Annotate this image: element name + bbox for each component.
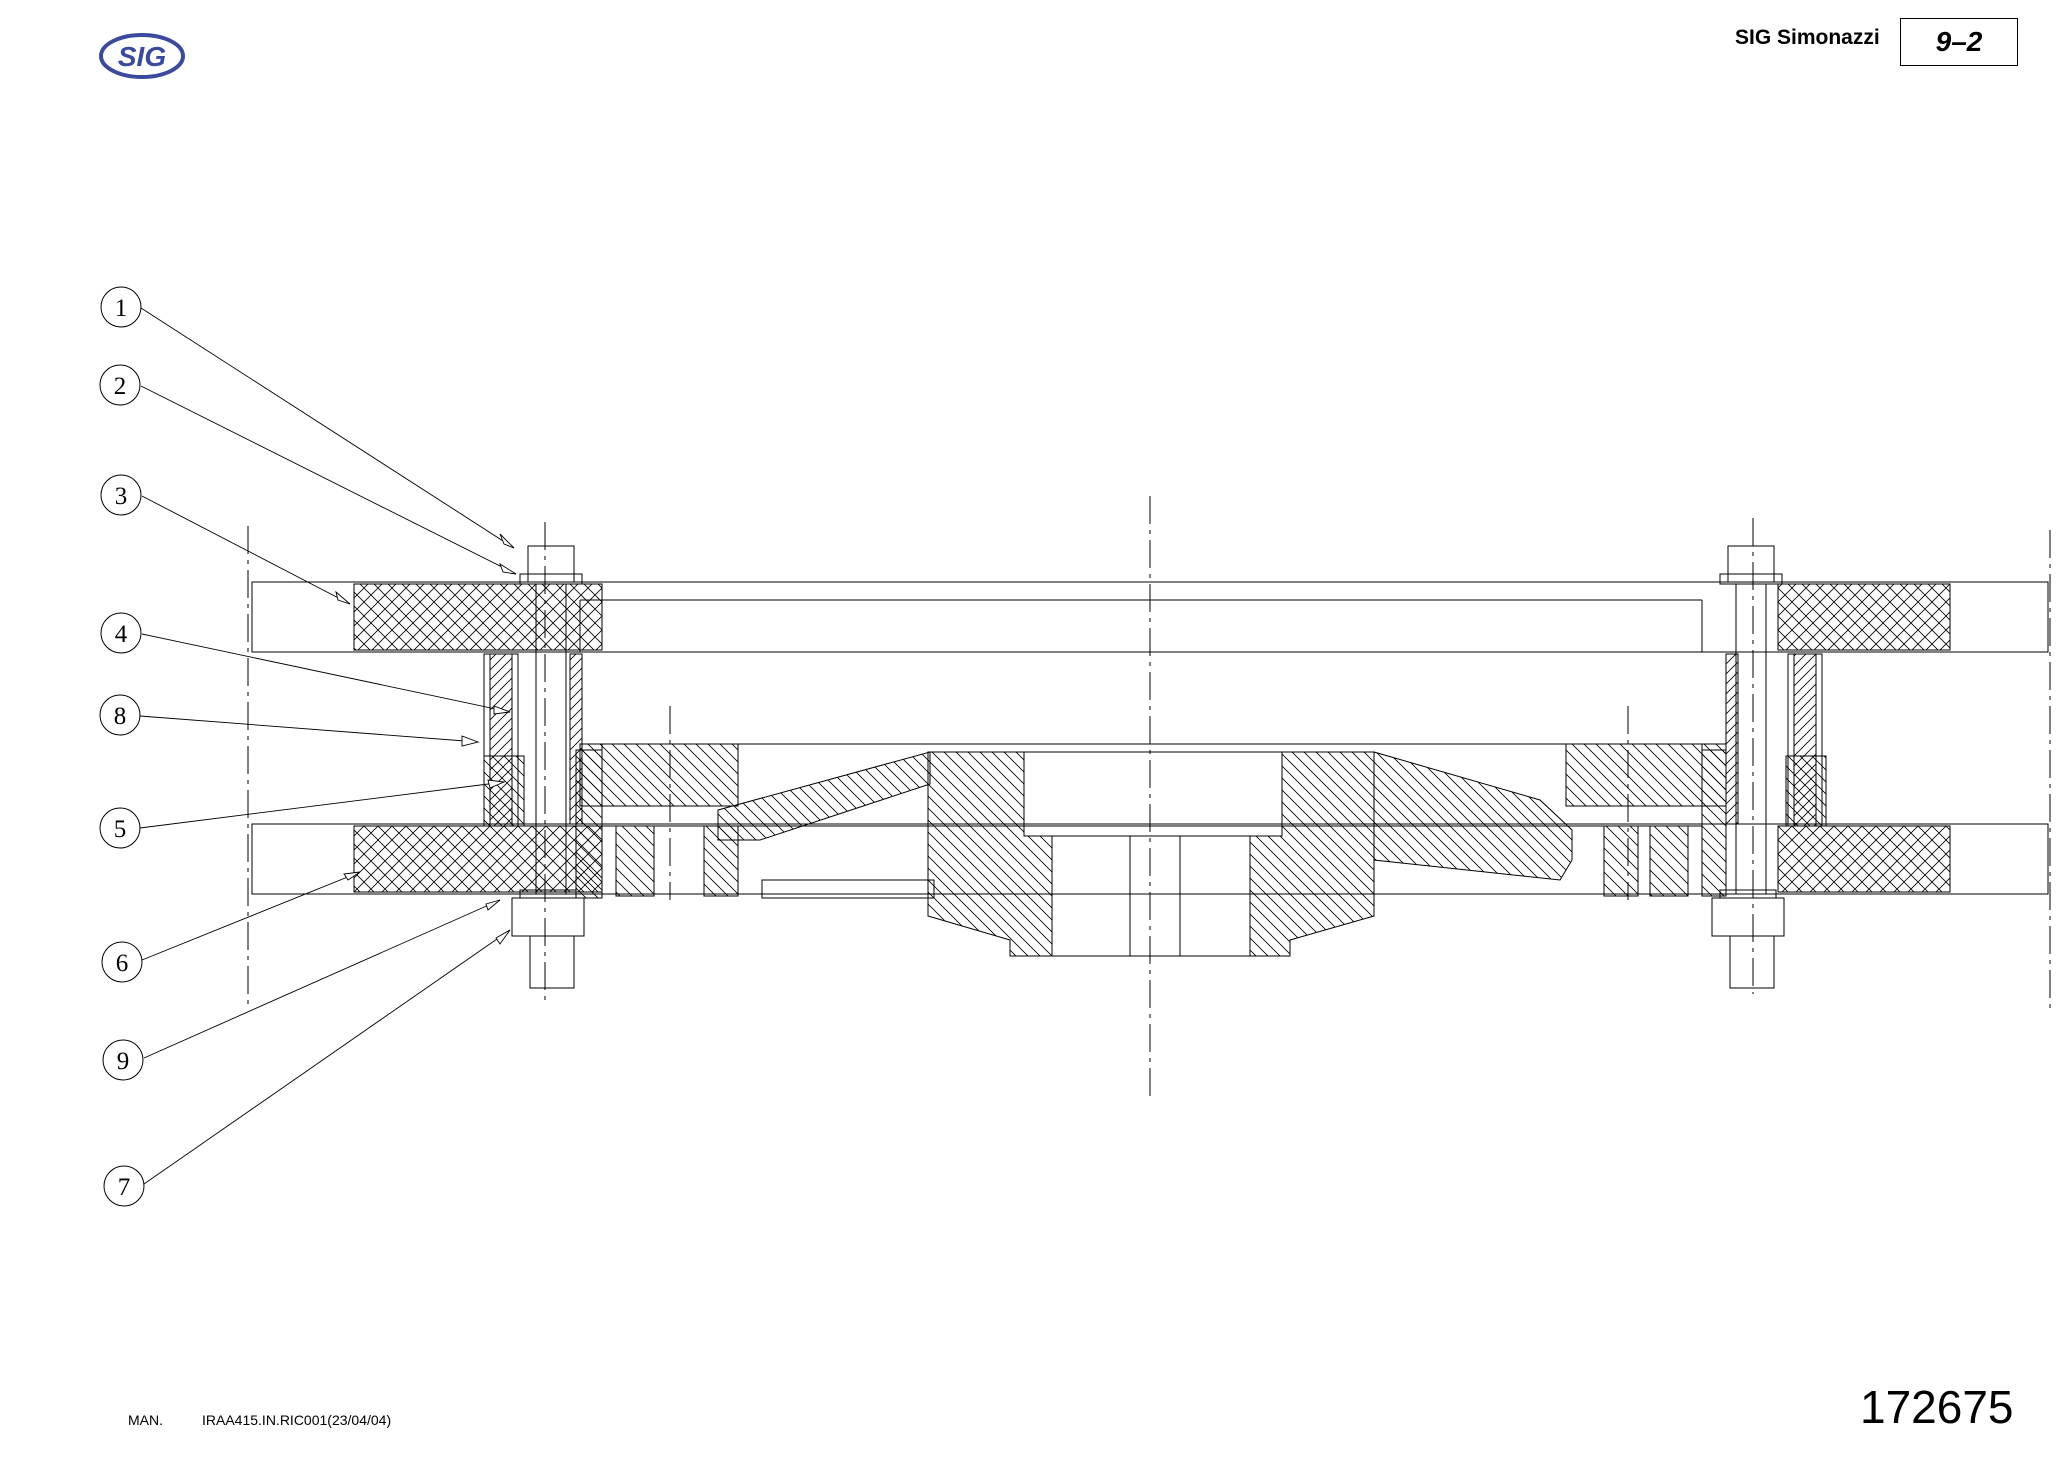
brand-name: SIG Simonazzi (1735, 26, 1880, 49)
callout-9: 9 (102, 1039, 144, 1081)
drawing-number: 172675 (1860, 1381, 2014, 1433)
callout-group: 1 2 3 4 8 5 6 (99, 286, 145, 1207)
callout-3: 3 (100, 474, 142, 516)
callout-8: 8 (99, 694, 141, 736)
manual-label: MAN. (128, 1412, 163, 1428)
sig-logo: SIG (99, 33, 185, 79)
callout-7: 7 (103, 1165, 145, 1207)
svg-text:8: 8 (114, 703, 127, 730)
svg-text:6: 6 (116, 950, 129, 977)
callout-6: 6 (101, 941, 143, 983)
svg-text:1: 1 (115, 295, 128, 322)
callout-2: 2 (99, 364, 141, 406)
svg-text:7: 7 (118, 1174, 131, 1201)
callout-1: 1 (100, 286, 142, 328)
callout-5: 5 (99, 807, 141, 849)
callout-4: 4 (100, 612, 142, 654)
page-reference: 9–2 (1900, 18, 2018, 66)
svg-text:2: 2 (114, 373, 127, 400)
svg-text:5: 5 (114, 816, 127, 843)
svg-text:9: 9 (117, 1048, 130, 1075)
document-code: IRAA415.IN.RIC001(23/04/04) (202, 1412, 392, 1428)
svg-text:3: 3 (115, 483, 128, 510)
svg-text:4: 4 (115, 621, 128, 648)
logo-text: SIG (118, 41, 166, 72)
